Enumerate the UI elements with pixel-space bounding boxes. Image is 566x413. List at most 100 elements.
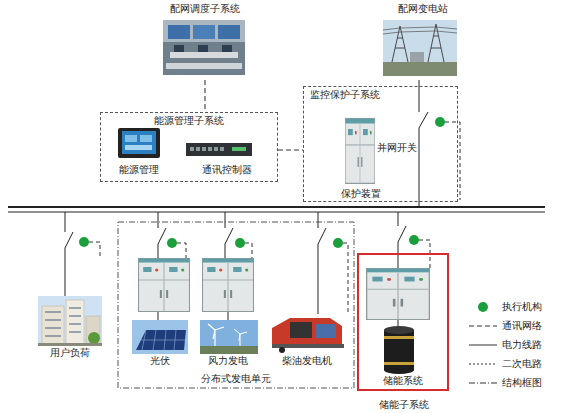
overhead-wire [383,27,457,34]
node-label: 储能系统 [362,375,444,387]
group-frame: 储能子系统储能系统 [358,254,450,412]
solar-panel [136,330,186,350]
screen-display [122,131,156,154]
device-box: 能源管理 [109,125,169,177]
ground [200,346,258,354]
node-label: 风力发电 [196,355,260,367]
screen-panel [125,135,137,142]
node-label: 储能子系统 [358,399,450,411]
group-frame: 分布式发电单元 光伏风力发电柴油发电机 [118,222,354,388]
turbine [208,324,224,346]
legend-sample [468,377,498,389]
substation-picture [383,20,457,76]
wall-screen [168,25,190,39]
legend-label: 电力线路 [502,338,542,352]
wall-screen [218,25,240,39]
actuator-dot [167,238,177,248]
sky [200,320,258,354]
actuator-dot [235,238,245,248]
port [196,147,200,151]
port [202,147,206,151]
picture-box: 配网变电站 [380,2,465,80]
legend-entry: 结构框图 [468,376,564,390]
ground [38,343,102,346]
node-label: 配网变电站 [380,3,465,15]
legend-line-sample [469,364,497,365]
legend-entry: 二次电路 [468,357,564,371]
screen-panel [125,145,152,150]
part-label: 并网开关 [377,142,417,154]
bus-bar [8,212,545,213]
legend-sample [468,301,498,313]
legend-line-sample [469,345,497,346]
power-line [419,86,428,207]
generator-body [272,318,342,344]
node-label: 分布式发电单元 [118,373,354,385]
device-box: 保护装置 [334,117,388,201]
device-box: 通讯控制器 [183,137,271,177]
building [66,300,84,344]
sky [38,296,102,346]
pylon [428,24,444,62]
legend-sample [468,358,498,370]
sky [132,320,188,354]
legend-line-sample [469,326,497,327]
battery-body [384,330,414,370]
legend-sample [468,339,498,351]
sky [383,20,457,76]
solar-panel-picture [132,320,188,354]
switch-cabinet [139,259,190,312]
highlight-frame [358,254,448,390]
legend-line-sample [469,383,497,384]
windows [45,308,81,336]
room-floor [163,20,245,75]
wheel [279,347,285,353]
turbine [234,329,247,346]
device-body [186,143,252,156]
node-label: 柴油发电机 [264,355,350,367]
picture-box: 用户负荷 [30,290,110,360]
touch-screen [118,128,160,158]
wall-screen [193,25,215,39]
monitor [198,45,208,52]
screen-frame [118,128,160,158]
communication-connector [205,80,206,112]
port [214,147,218,151]
node-label: 能源管理子系统 [101,115,277,127]
battery-top [384,326,414,334]
port [208,147,212,151]
battery-band [384,336,414,339]
diesel-generator-picture [272,318,344,353]
panel-grid [141,330,185,350]
room-wall [163,20,245,42]
building [86,316,100,344]
screen-panel [140,135,152,142]
status-leds [232,147,246,151]
actuator-dot [435,117,445,127]
node-label: 监控保护子系统 [304,89,457,101]
bus-bar [8,206,545,208]
picture-box: 储能系统 [362,264,444,388]
switch-cabinet [367,268,430,319]
legend-entry: 执行机构 [468,300,564,314]
secondary-circuit [89,242,100,258]
picture-box: 光伏 [130,318,190,368]
switch-cabinet [203,259,254,312]
battery-band [384,362,414,365]
ground [383,62,457,76]
battery-bottom [384,366,414,374]
legend-entry: 通讯网络 [468,319,564,333]
switch-device [186,143,252,156]
actuator-dot [333,238,343,248]
secondary-circuit [343,243,348,314]
monitor [174,45,184,52]
port [220,147,224,151]
structure-frame [118,222,354,388]
desk [170,52,238,58]
node-label: 光伏 [130,355,190,367]
